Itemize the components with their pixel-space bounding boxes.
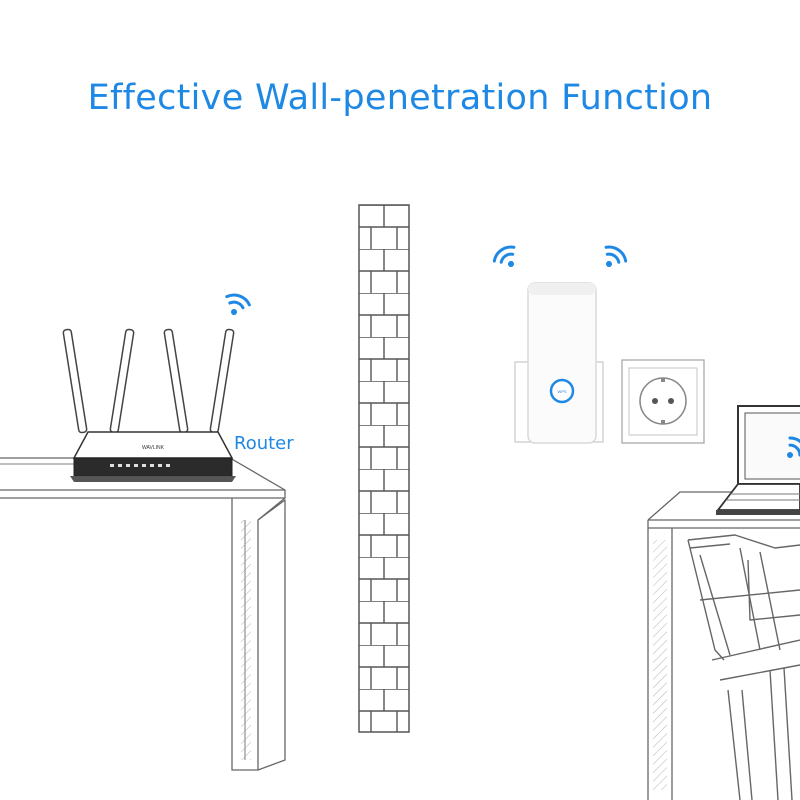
right-desk — [647, 491, 800, 800]
brick-wall — [358, 204, 410, 733]
wifi-icon — [492, 245, 516, 267]
wall-socket — [621, 359, 705, 444]
router-label: Router — [234, 433, 294, 454]
wifi-icon — [225, 293, 251, 315]
range-extender: WPS — [514, 282, 604, 444]
wifi-router: WAVLINK — [62, 328, 236, 482]
left-desk — [0, 457, 286, 771]
chair — [687, 534, 800, 800]
router-brand-label: WAVLINK — [142, 445, 165, 451]
page-title: Effective Wall-penetration Function — [87, 78, 713, 118]
laptop — [716, 405, 800, 515]
wps-button: WPS — [557, 389, 566, 394]
wifi-icon — [604, 245, 628, 267]
